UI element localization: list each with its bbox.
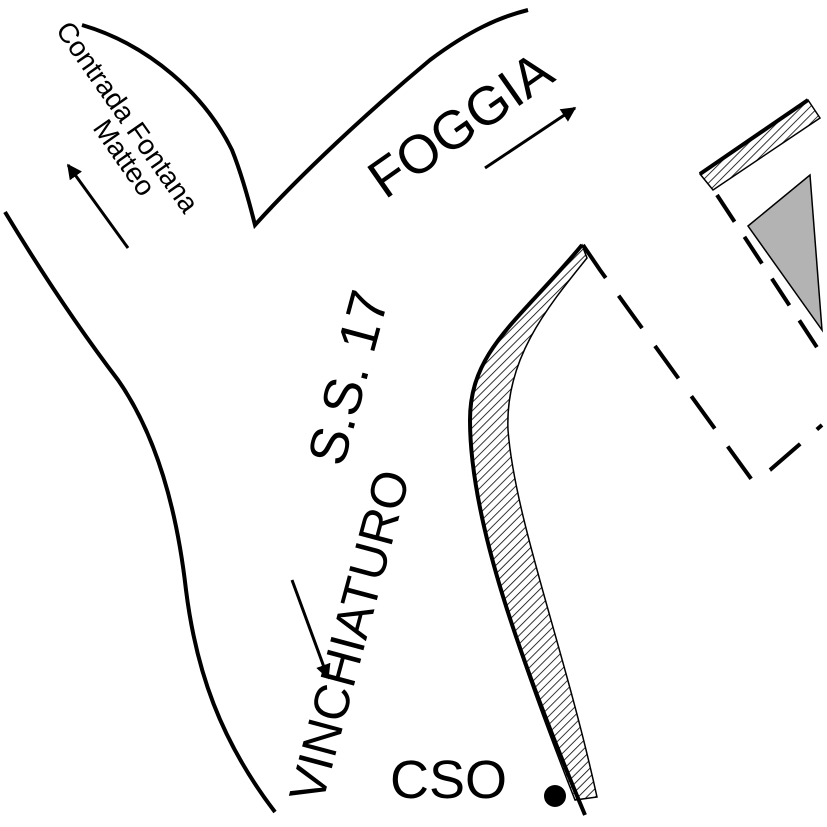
road-edge-left	[3, 210, 277, 814]
label-road-ss17: S.S. 17	[297, 285, 401, 472]
road-edge-right	[467, 243, 587, 816]
curb-strip	[469, 243, 598, 801]
road-edge-upper	[81, 8, 529, 230]
arrow-foggia	[484, 106, 577, 170]
curb-strip-upper-right	[698, 98, 822, 192]
dashed-boundary-right	[715, 193, 824, 357]
label-cso: CSO	[390, 750, 507, 810]
label-foggia: FOGGIA	[357, 40, 563, 210]
upper-right-edge	[698, 98, 810, 176]
arrow-vinchiaturo	[290, 579, 331, 680]
site-marker-icon	[544, 785, 566, 807]
dashed-boundary	[581, 243, 824, 483]
building	[746, 173, 823, 333]
arrow-contrada	[66, 163, 130, 249]
